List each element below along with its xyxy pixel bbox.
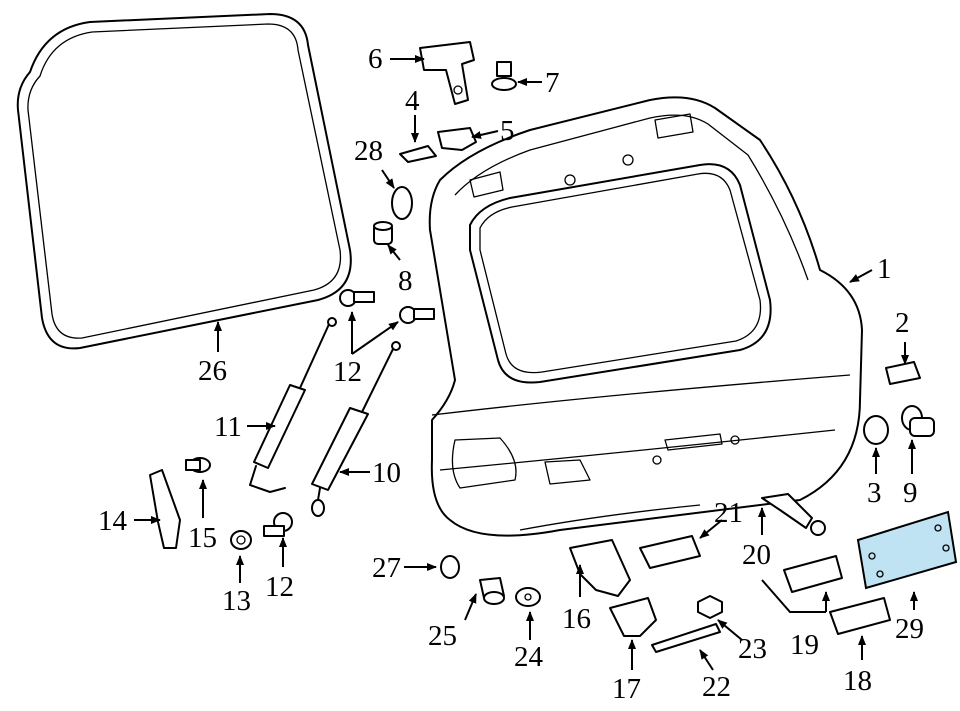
part-28-plug [391, 186, 413, 220]
callout-29: 29 [895, 613, 924, 645]
part-13-grommet [230, 530, 252, 550]
callout-7: 7 [545, 67, 560, 99]
callout-12-upper: 12 [333, 356, 362, 388]
callout-1: 1 [877, 253, 892, 285]
callout-12-lower: 12 [265, 571, 294, 603]
callout-22: 22 [702, 671, 731, 703]
part-23-nut [697, 595, 723, 619]
part-27-nut [440, 555, 460, 579]
part-11-lift-support [249, 317, 337, 493]
callout-4: 4 [405, 85, 420, 117]
part-12-bolt-lower [263, 512, 293, 537]
callout-leaders [134, 55, 918, 671]
part-20-harness [761, 493, 826, 536]
part-4-pad [399, 145, 437, 163]
callout-8: 8 [398, 265, 413, 297]
part-3-grommet [863, 415, 889, 445]
callout-13: 13 [222, 585, 251, 617]
callout-25: 25 [428, 620, 457, 652]
callout-14: 14 [98, 505, 128, 537]
part-6-hinge [419, 41, 475, 105]
callout-11: 11 [214, 411, 242, 443]
callout-16: 16 [562, 603, 591, 635]
part-8-bumper [373, 221, 393, 245]
part-22-bracket [651, 623, 721, 653]
part-9-bumper [901, 405, 935, 437]
part-14-bracket [149, 469, 181, 549]
part-29-license-bracket [856, 510, 958, 590]
callout-20: 20 [742, 539, 771, 571]
callout-24: 24 [514, 641, 544, 673]
part-12-pin-upper-right [399, 306, 435, 324]
part-18-lamp [829, 597, 891, 635]
part-17-switch [609, 597, 657, 637]
callout-5: 5 [500, 115, 515, 147]
part-19-lamp [783, 555, 843, 593]
part-10-lift-support [311, 341, 401, 517]
part-12-pin-upper-left [339, 289, 375, 307]
part-7-bolt [491, 61, 517, 91]
callout-26: 26 [198, 355, 227, 387]
callout-19: 19 [790, 629, 819, 661]
callout-10: 10 [372, 457, 401, 489]
callout-3: 3 [867, 477, 882, 509]
callout-28: 28 [354, 135, 383, 167]
part-1-liftgate [428, 96, 863, 537]
part-24-nut [515, 587, 541, 607]
part-21-handle [639, 535, 701, 569]
callout-27: 27 [372, 552, 401, 584]
part-26-weatherstrip [16, 13, 352, 350]
callout-2: 2 [895, 307, 910, 339]
callout-21: 21 [714, 497, 743, 529]
callout-6: 6 [368, 43, 383, 75]
callout-15: 15 [188, 522, 217, 554]
part-5-bracket [437, 127, 477, 151]
callout-9: 9 [903, 477, 918, 509]
part-2-clip [885, 361, 921, 385]
callout-18: 18 [843, 665, 872, 697]
callout-17: 17 [612, 673, 641, 705]
callout-23: 23 [738, 633, 767, 665]
part-25-bushing [479, 577, 505, 605]
part-15-bolt [185, 457, 211, 473]
